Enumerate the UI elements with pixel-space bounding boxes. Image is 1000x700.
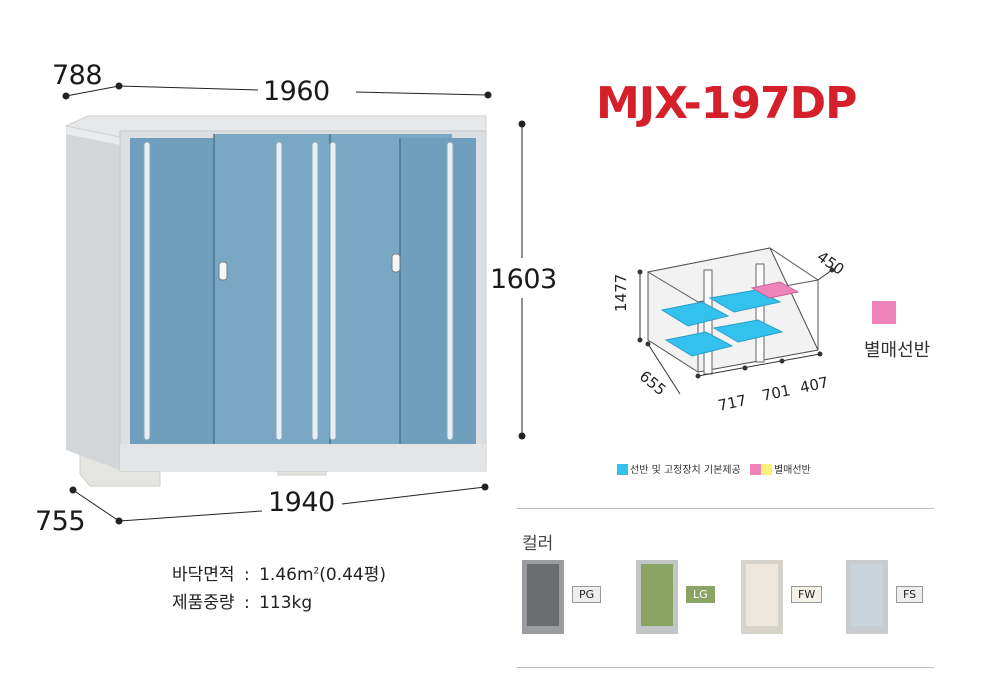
top-width-label: 1960 xyxy=(263,76,330,107)
optional-shelf xyxy=(750,281,800,299)
dimension-lines xyxy=(62,82,526,525)
color-swatch-lg-door xyxy=(641,564,673,626)
option-legend-label: 별매선반 xyxy=(773,465,811,476)
bottom-depth-label: 755 xyxy=(35,506,86,537)
shelf-diagram xyxy=(637,247,835,395)
height-label: 1603 xyxy=(490,264,557,295)
floor-area-label: 바닥면적 xyxy=(172,565,235,585)
color-section-title: 컬러 xyxy=(522,534,554,554)
spec-weight: 제품중량 : 113kg xyxy=(172,595,312,612)
color-code-fw: FW xyxy=(791,586,823,603)
color-option-fs[interactable]: FS xyxy=(846,560,946,640)
shelf-height-label: 1477 xyxy=(612,273,630,312)
standard-legend-label: 선반 및 고정장치 기본제공 xyxy=(630,465,741,476)
weight-separator: : xyxy=(243,593,250,613)
bottom-width-label: 1940 xyxy=(268,487,335,518)
floor-area-sup: 2 xyxy=(313,566,320,577)
option-legend-swatch-2 xyxy=(760,464,772,475)
spec-floor-area: 바닥면적 : 1.46m2(0.44평) xyxy=(172,567,386,584)
standard-legend-swatch xyxy=(617,464,628,475)
color-swatch-fs-door xyxy=(851,564,883,626)
color-option-pg[interactable]: PG xyxy=(522,560,622,640)
color-option-fw[interactable]: FW xyxy=(741,560,841,640)
standard-shelves xyxy=(660,289,784,357)
color-section-top-divider xyxy=(517,508,934,509)
shed-doors xyxy=(130,134,476,444)
weight-label: 제품중량 xyxy=(172,593,235,613)
floor-area-separator: : xyxy=(243,565,250,585)
shelf-legend: 선반 및 고정장치 기본제공 별매선반 xyxy=(617,464,811,476)
optional-shelf-swatch xyxy=(872,301,896,324)
top-depth-label: 788 xyxy=(52,60,103,91)
floor-area-value: 1.46m xyxy=(259,565,314,585)
color-swatch-fw-door xyxy=(746,564,778,626)
weight-value: 113kg xyxy=(259,593,313,613)
color-option-lg[interactable]: LG xyxy=(636,560,736,640)
color-code-pg: PG xyxy=(572,586,602,603)
color-section-bottom-divider xyxy=(517,667,934,668)
optional-shelf-label: 별매선반 xyxy=(864,340,931,361)
floor-area-pyeong: (0.44평) xyxy=(319,565,387,585)
option-legend-swatch xyxy=(749,464,761,475)
color-code-fs: FS xyxy=(896,586,924,603)
shed-illustration xyxy=(62,82,526,525)
model-title: MJX-197DP xyxy=(596,78,857,129)
color-code-lg: LG xyxy=(686,586,715,603)
color-swatch-pg-door xyxy=(527,564,559,626)
